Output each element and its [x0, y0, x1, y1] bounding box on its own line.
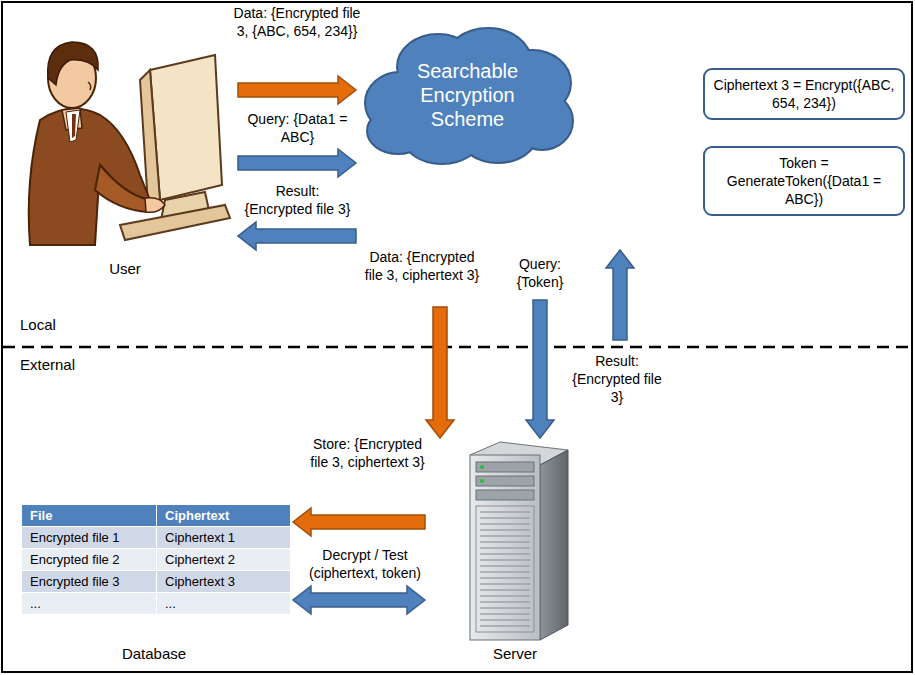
node-text: Server	[455, 645, 575, 663]
vent-stroke	[480, 523, 530, 525]
formula-box: Token = GenerateToken({Data1 = ABC})	[703, 146, 905, 216]
vent-stroke	[480, 517, 530, 519]
vent-stroke	[480, 511, 530, 513]
table-cell: Encrypted file 2	[22, 549, 157, 571]
database-table: Database FileCiphertextEncrypted file 1Ci…	[15, 500, 293, 665]
server-illustration	[470, 442, 568, 640]
region-label: External	[20, 356, 75, 374]
vent-stroke	[480, 595, 530, 597]
node-text: User	[15, 260, 235, 278]
table-cell: Ciphertext 2	[157, 549, 290, 571]
region-label: Local	[20, 316, 56, 334]
vent-stroke	[480, 619, 530, 621]
user-figure: User	[15, 15, 235, 280]
node-text: Ciphertext 3 = Encrypt({ABC, 654, 234})	[713, 76, 895, 112]
arrow-label: Data: {Encrypted file 3, ciphertext 3}	[362, 248, 482, 284]
vent-stroke	[480, 547, 530, 549]
vent-stroke	[480, 541, 530, 543]
block-arrow	[293, 508, 425, 536]
vent-stroke	[480, 601, 530, 603]
formula-box: Ciphertext 3 = Encrypt({ABC, 654, 234})	[703, 68, 905, 120]
vent-stroke	[480, 529, 530, 531]
server-figure: Server	[455, 440, 575, 665]
scheme-cloud: Searchable Encryption Scheme	[360, 25, 575, 165]
table-cell: Ciphertext 1	[157, 527, 290, 549]
arrow-label-text: Result: {Encrypted file 3}	[245, 183, 351, 217]
vent-stroke	[480, 583, 530, 585]
vent-stroke	[480, 571, 530, 573]
arrow-label: Decrypt / Test (ciphertext, token)	[300, 546, 430, 582]
block-arrow	[606, 250, 634, 340]
arrow-label-text: Data: {Encrypted file 3, ciphertext 3}	[365, 249, 479, 283]
node-text: Searchable Encryption Scheme	[410, 59, 525, 131]
vent-stroke	[480, 577, 530, 579]
vent-stroke	[480, 625, 530, 627]
vent-stroke	[480, 553, 530, 555]
arrow-label: Result: {Encrypted file 3}	[567, 352, 667, 406]
arrow-label: Store: {Encrypted file 3, ciphertext 3}	[305, 435, 430, 471]
arrow-label: Query: {Token}	[495, 255, 585, 291]
table-cell: ...	[22, 593, 157, 615]
arrow-label-text: Data: {Encrypted file 3, {ABC, 654, 234}…	[234, 5, 361, 39]
node-text: Database	[15, 645, 293, 663]
block-arrow	[526, 300, 554, 438]
table-cell: Encrypted file 3	[22, 571, 157, 593]
node-text: Token = GenerateToken({Data1 = ABC})	[713, 154, 895, 208]
arrow-label-text: Query: {Data1 = ABC}	[247, 111, 347, 145]
table-cell: ...	[157, 593, 290, 615]
arrow-label: Data: {Encrypted file 3, {ABC, 654, 234}…	[232, 4, 362, 40]
arrow-label-text: Store: {Encrypted file 3, ciphertext 3}	[310, 436, 424, 470]
block-arrow	[293, 586, 425, 614]
cloud-lobe	[398, 56, 538, 146]
boundary-line	[3, 346, 911, 349]
table-header: Ciphertext	[157, 505, 290, 527]
arrow-label-text: Result: {Encrypted file 3}	[572, 353, 662, 405]
vent-stroke	[480, 535, 530, 537]
table-cell: Ciphertext 3	[157, 571, 290, 593]
arrow-label-text: Query: {Token}	[517, 256, 564, 290]
block-arrow	[238, 76, 356, 104]
block-arrow	[238, 222, 356, 250]
arrow-label: Query: {Data1 = ABC}	[240, 110, 355, 146]
block-arrow	[238, 149, 356, 177]
table-cell: Encrypted file 1	[22, 527, 157, 549]
block-arrow	[426, 307, 454, 438]
user-illustration	[29, 42, 230, 245]
vent-stroke	[480, 607, 530, 609]
cloud-lobe	[398, 56, 538, 146]
vent-stroke	[480, 613, 530, 615]
table-header: File	[22, 505, 157, 527]
vent-stroke	[480, 559, 530, 561]
arrow-label-text: Decrypt / Test (ciphertext, token)	[309, 547, 421, 581]
vent-stroke	[480, 589, 530, 591]
arrow-label: Result: {Encrypted file 3}	[240, 182, 355, 218]
vent-stroke	[480, 565, 530, 567]
